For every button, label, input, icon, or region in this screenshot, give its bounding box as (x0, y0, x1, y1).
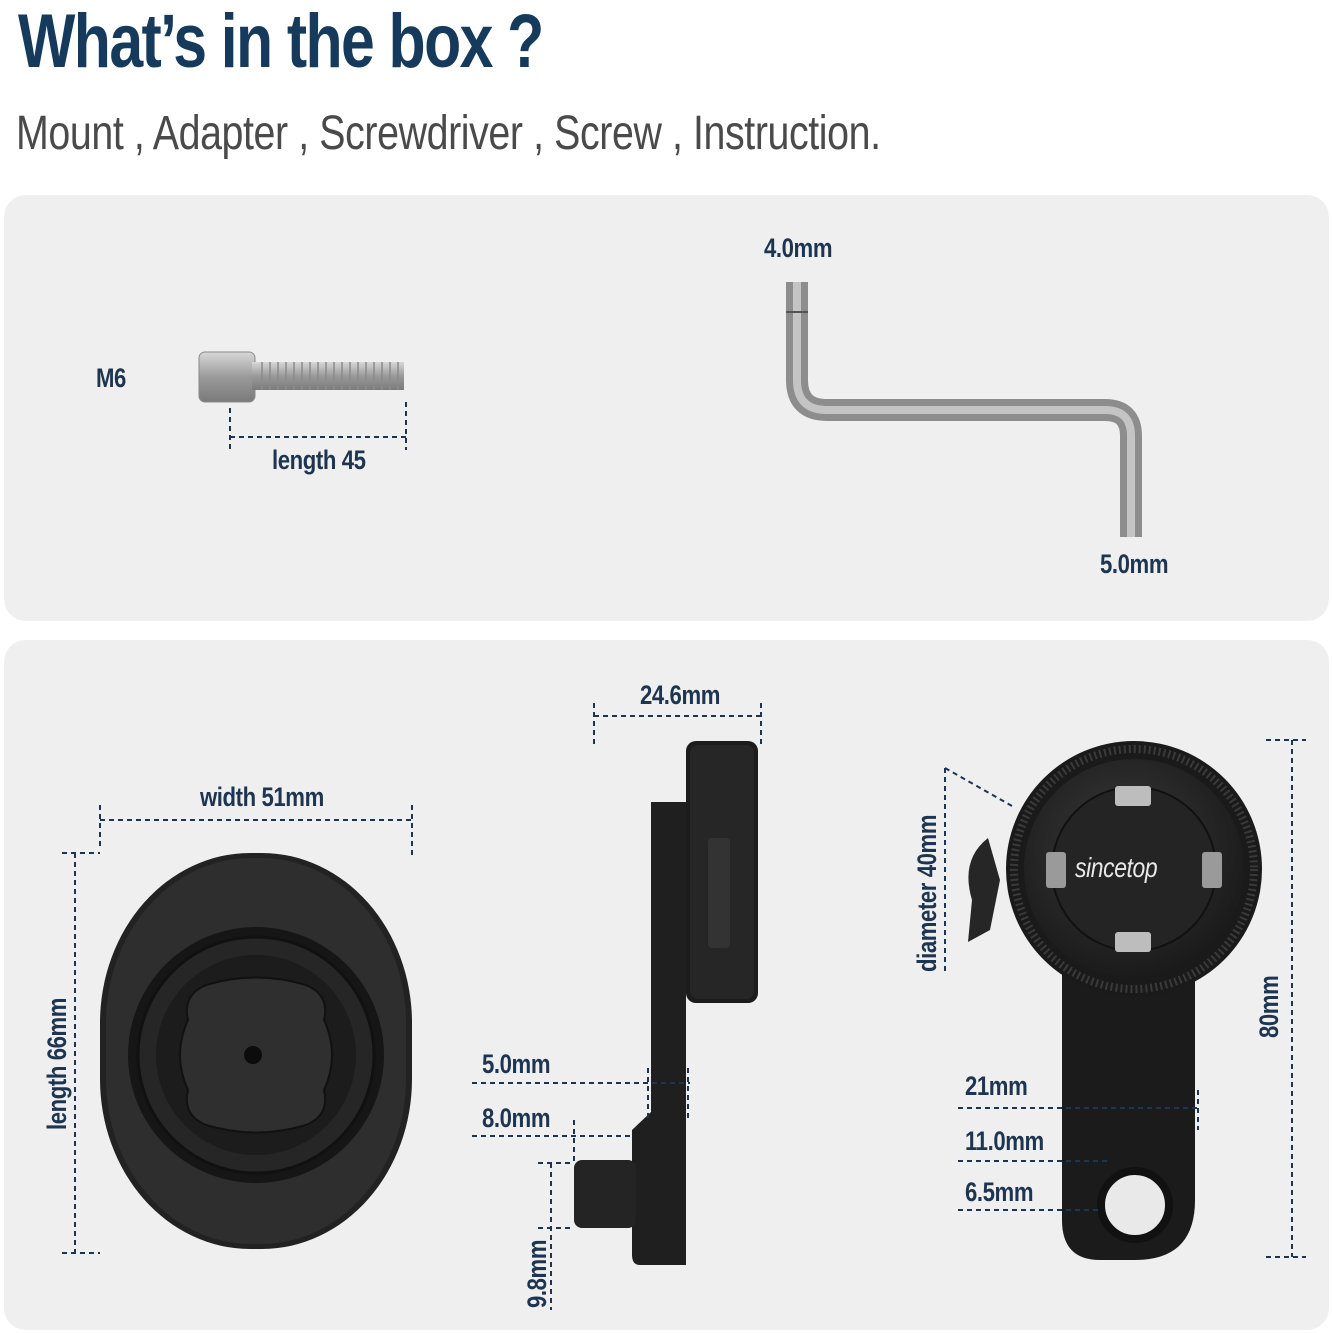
mount-dim-a-label: 21mm (965, 1071, 1028, 1101)
mount-dim-c-label: 6.5mm (965, 1177, 1034, 1207)
adapter-dim-c-label: 9.8mm (522, 1239, 552, 1308)
page-title: What’s in the box ? (18, 0, 544, 84)
adapter-length-label: length 66mm (42, 997, 72, 1130)
screwdriver-top-size-label: 4.0mm (764, 233, 833, 263)
mount-height-label: 80mm (1254, 975, 1284, 1038)
box-contents-subtitle: Mount , Adapter , Screwdriver , Screw , … (16, 107, 881, 160)
adapter-front-illustration (62, 805, 413, 1254)
screw-length-label: length 45 (272, 445, 366, 475)
adapter-side-illustration (472, 703, 762, 1310)
mount-brand-logo: sincetop (1075, 852, 1158, 883)
screwdriver-bottom-size-label: 5.0mm (1100, 549, 1169, 579)
adapter-dim-a-label: 5.0mm (482, 1049, 551, 1079)
screwdriver-illustration (786, 282, 1142, 537)
mount-diameter-label: diameter 40mm (912, 814, 942, 972)
mount-illustration (944, 739, 1306, 1260)
adapter-dim-b-label: 8.0mm (482, 1103, 551, 1133)
screw-illustration (198, 351, 407, 450)
adapter-width-label: width 51mm (200, 782, 324, 812)
screw-thread-label: M6 (96, 363, 126, 393)
adapter-depth-label: 24.6mm (640, 680, 721, 710)
mount-dim-b-label: 11.0mm (965, 1126, 1044, 1156)
